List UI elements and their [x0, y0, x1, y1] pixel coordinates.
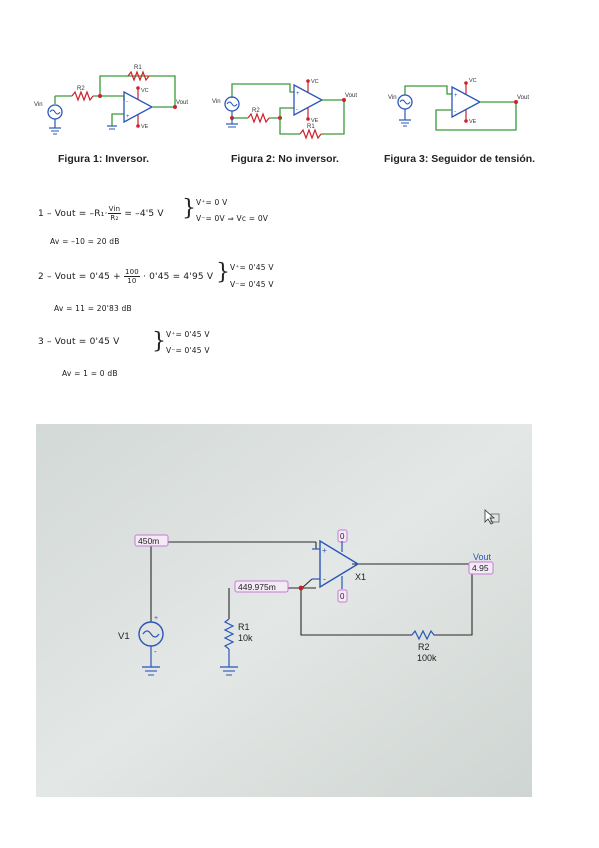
figure-3-vin-label: Vin: [388, 95, 397, 101]
node-inverting: [298, 585, 304, 591]
r2-value: 100k: [417, 653, 437, 663]
figure-1-r2: [71, 90, 94, 102]
note-2-gain: Av = 11 = 20'83 dB: [54, 304, 132, 313]
resistor-r2[interactable]: [411, 629, 436, 641]
figure-3-vc-label: VC: [469, 78, 477, 84]
opamp-x1[interactable]: + -: [312, 539, 360, 589]
probe-vin[interactable]: 450m: [134, 534, 169, 547]
probe-vc-value: 0: [340, 532, 345, 541]
figure-1-r1: [127, 70, 150, 82]
figure-2-r1: [299, 128, 322, 140]
probe-vin-value: 450m: [138, 536, 159, 546]
note-2-vminus: V⁻= 0'45 V: [230, 280, 274, 289]
figure-1-vin-label: Vin: [34, 102, 43, 108]
figure-1-ve-label: VE: [141, 124, 149, 130]
figure-2-r1-label: R1: [307, 124, 315, 130]
figure-1-schematic: R1 R2 Vin - + VC VE Vout: [34, 65, 188, 135]
note-3-vplus: V⁺= 0'45 V: [166, 330, 210, 339]
svg-text:+: +: [454, 93, 458, 99]
figure-2-r2-label: R2: [252, 108, 260, 114]
vout-label: Vout: [473, 552, 492, 562]
figure-2-ve-label: VE: [311, 118, 319, 124]
figure-2-r2: [247, 112, 270, 124]
figure-1-caption: Figura 1: Inversor.: [58, 153, 150, 165]
svg-text:-: -: [126, 99, 128, 105]
note-3-equation: 3 – Vout = 0'45 V: [38, 337, 120, 347]
probe-vc[interactable]: 0: [337, 529, 348, 543]
svg-text:-: -: [296, 107, 298, 113]
figure-3-opamp: [451, 85, 482, 119]
svg-text:+: +: [126, 114, 130, 120]
schematic-figures: R1 R2 Vin - + VC VE Vout: [34, 65, 529, 140]
probe-ve[interactable]: 0: [337, 589, 348, 603]
figure-3-caption: Figura 3: Seguidor de tensión.: [384, 153, 536, 165]
note-2-brace: }: [216, 260, 230, 285]
note-3-gain: Av = 1 = 0 dB: [62, 369, 118, 378]
voltage-source-v1[interactable]: + -: [138, 615, 164, 676]
figure-2-vin-label: Vin: [212, 99, 221, 105]
note-2-vplus: V⁺= 0'45 V: [230, 263, 274, 272]
probe-vminus[interactable]: 449.975m: [234, 580, 289, 593]
figure-3-ve-label: VE: [469, 119, 477, 125]
figure-2-opamp: [293, 83, 324, 117]
svg-text:-: -: [454, 109, 456, 115]
resistor-r1[interactable]: [220, 618, 238, 676]
svg-text:+: +: [154, 615, 158, 622]
figure-3-vout-label: Vout: [517, 95, 529, 101]
r1-value: 10k: [238, 633, 253, 643]
svg-text:-: -: [323, 574, 326, 584]
note-1-gain: Av = –10 = 20 dB: [50, 237, 120, 246]
opamp-label: X1: [355, 572, 366, 582]
probe-vminus-value: 449.975m: [238, 582, 276, 592]
note-1-brace: }: [182, 196, 196, 221]
svg-text:-: -: [154, 647, 157, 656]
figure-1-vc-label: VC: [141, 88, 149, 94]
probe-vout[interactable]: 4.95: [468, 561, 494, 575]
r2-name: R2: [418, 642, 430, 652]
source-label: V1: [118, 631, 130, 642]
svg-text:+: +: [296, 91, 300, 97]
figure-2-schematic: Vin R2 R1 + - VC VE Vout: [212, 79, 357, 140]
figure-2-vout-label: Vout: [345, 93, 357, 99]
figure-1-vout-label: Vout: [176, 100, 188, 106]
probe-vout-value: 4.95: [472, 563, 489, 573]
screen-background: [36, 424, 532, 797]
figure-2-vc-label: VC: [311, 79, 319, 85]
figure-1-r1-label: R1: [134, 65, 142, 71]
simulation-photo: 450m 449.975m 0 0 4.95 Vout + - X1 + -: [36, 424, 532, 797]
note-3-brace: }: [152, 329, 166, 354]
note-3-vminus: V⁻= 0'45 V: [166, 346, 210, 355]
note-1-vminus: V⁻= 0V ⇒ Vc = 0V: [196, 214, 269, 223]
probe-ve-value: 0: [340, 592, 345, 601]
svg-text:+: +: [322, 546, 327, 555]
figure-3-schematic: Vin + - VC VE Vout: [388, 78, 529, 131]
figure-1-opamp: [123, 90, 154, 124]
figure-1-r2-label: R2: [77, 86, 85, 92]
r1-name: R1: [238, 622, 250, 632]
note-1-vplus: V⁺= 0 V: [196, 198, 228, 207]
figure-2-caption: Figura 2: No inversor.: [231, 153, 339, 165]
mouse-cursor-icon: [484, 509, 500, 525]
